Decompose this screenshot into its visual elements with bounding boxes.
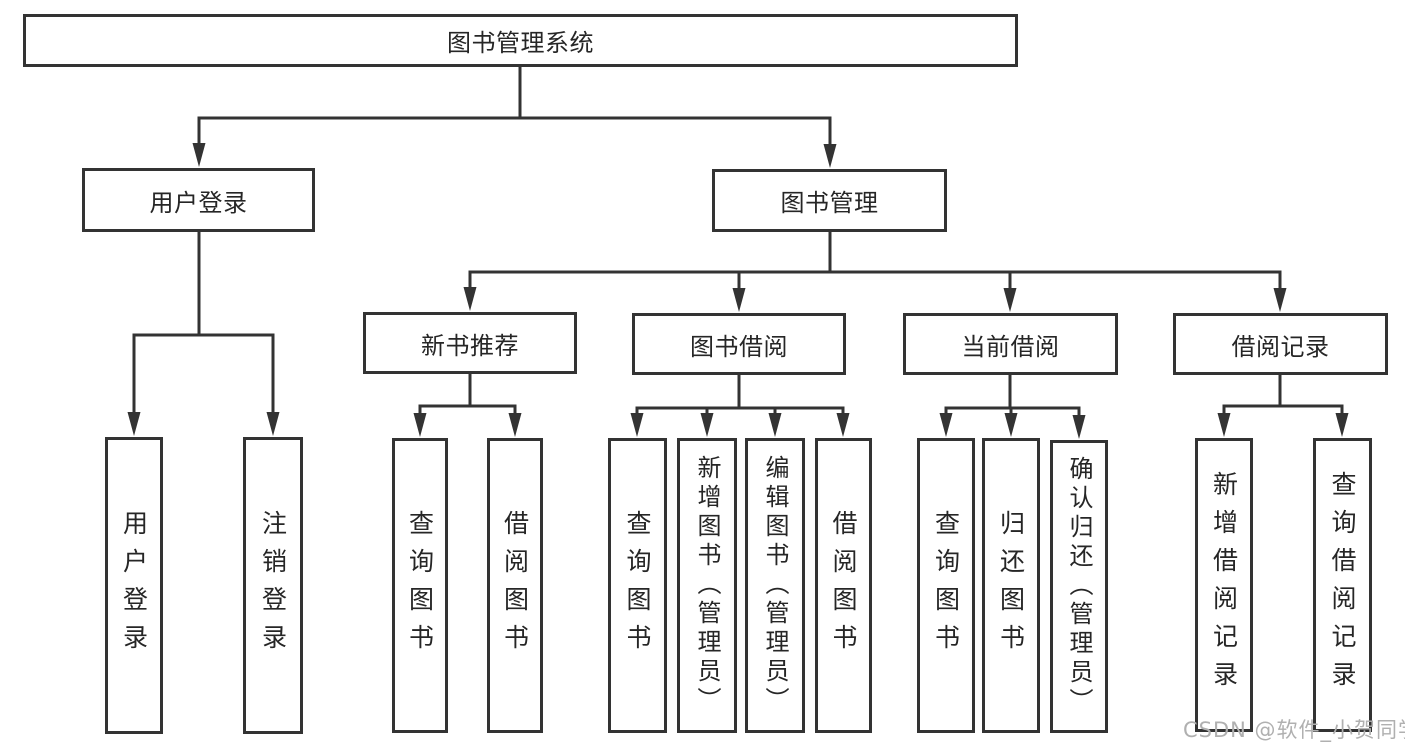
leaf-query-borrow-record: 查询借阅记录	[1313, 438, 1372, 732]
leaf-borrow-books-recommend: 借阅图书	[487, 438, 543, 733]
leaf-query-books-borrow: 查询图书	[608, 438, 667, 733]
node-current-borrow: 当前借阅	[903, 313, 1118, 375]
node-borrow-records-label: 借阅记录	[1231, 332, 1330, 361]
connector-user-login-children	[127, 230, 280, 436]
leaf-add-books-admin-label: 新增图书（管理员）	[693, 455, 721, 716]
leaf-user-login: 用户登录	[105, 437, 163, 734]
leaf-query-books-current: 查询图书	[917, 438, 975, 733]
leaf-return-books-label: 归还图书	[996, 509, 1026, 662]
node-book-management-label: 图书管理	[780, 189, 879, 217]
csdn-watermark: CSDN @软件_小贺同学	[1183, 718, 1405, 742]
leaf-query-borrow-record-label: 查询借阅记录	[1328, 471, 1357, 699]
leaf-edit-books-admin-label: 编辑图书（管理员）	[761, 455, 789, 716]
node-library-management-system-label: 图书管理系统	[447, 29, 594, 57]
node-user-login: 用户登录	[82, 168, 315, 232]
node-user-login-label: 用户登录	[149, 188, 248, 217]
node-new-book-recommend-label: 新书推荐	[421, 331, 519, 360]
connector-book-management-children	[463, 230, 1287, 312]
leaf-confirm-return-admin: 确认归还（管理员）	[1050, 440, 1108, 733]
connector-new-book-children	[413, 372, 522, 437]
leaf-return-books: 归还图书	[982, 438, 1040, 733]
leaf-borrow-books-recommend-label: 借阅图书	[500, 509, 530, 662]
node-current-borrow-label: 当前借阅	[961, 332, 1060, 361]
leaf-logout: 注销登录	[243, 437, 303, 734]
connector-current-borrow-children	[939, 373, 1086, 439]
leaf-borrow-books-label: 借阅图书	[829, 509, 858, 662]
leaf-logout-label: 注销登录	[258, 509, 288, 662]
leaf-user-login-label: 用户登录	[119, 509, 149, 662]
leaf-confirm-return-admin-label: 确认归还（管理员）	[1065, 456, 1093, 717]
node-book-borrow: 图书借阅	[632, 313, 846, 375]
connector-book-borrow-children	[630, 373, 850, 437]
node-borrow-records: 借阅记录	[1173, 313, 1388, 375]
leaf-edit-books-admin: 编辑图书（管理员）	[745, 438, 805, 733]
leaf-add-borrow-record: 新增借阅记录	[1195, 438, 1253, 732]
leaf-borrow-books: 借阅图书	[815, 438, 872, 733]
node-book-borrow-label: 图书借阅	[690, 332, 788, 361]
leaf-add-books-admin: 新增图书（管理员）	[677, 438, 737, 733]
leaf-query-books-recommend-label: 查询图书	[405, 509, 435, 662]
connector-borrow-records-children	[1217, 373, 1349, 437]
connector-root-to-level2	[192, 65, 837, 168]
node-new-book-recommend: 新书推荐	[363, 312, 577, 374]
leaf-query-books-borrow-label: 查询图书	[623, 509, 652, 662]
node-book-management: 图书管理	[712, 169, 947, 232]
leaf-add-borrow-record-label: 新增借阅记录	[1209, 471, 1239, 699]
leaf-query-books-recommend: 查询图书	[392, 438, 448, 733]
leaf-query-books-current-label: 查询图书	[931, 509, 961, 662]
node-library-management-system: 图书管理系统	[23, 14, 1018, 67]
